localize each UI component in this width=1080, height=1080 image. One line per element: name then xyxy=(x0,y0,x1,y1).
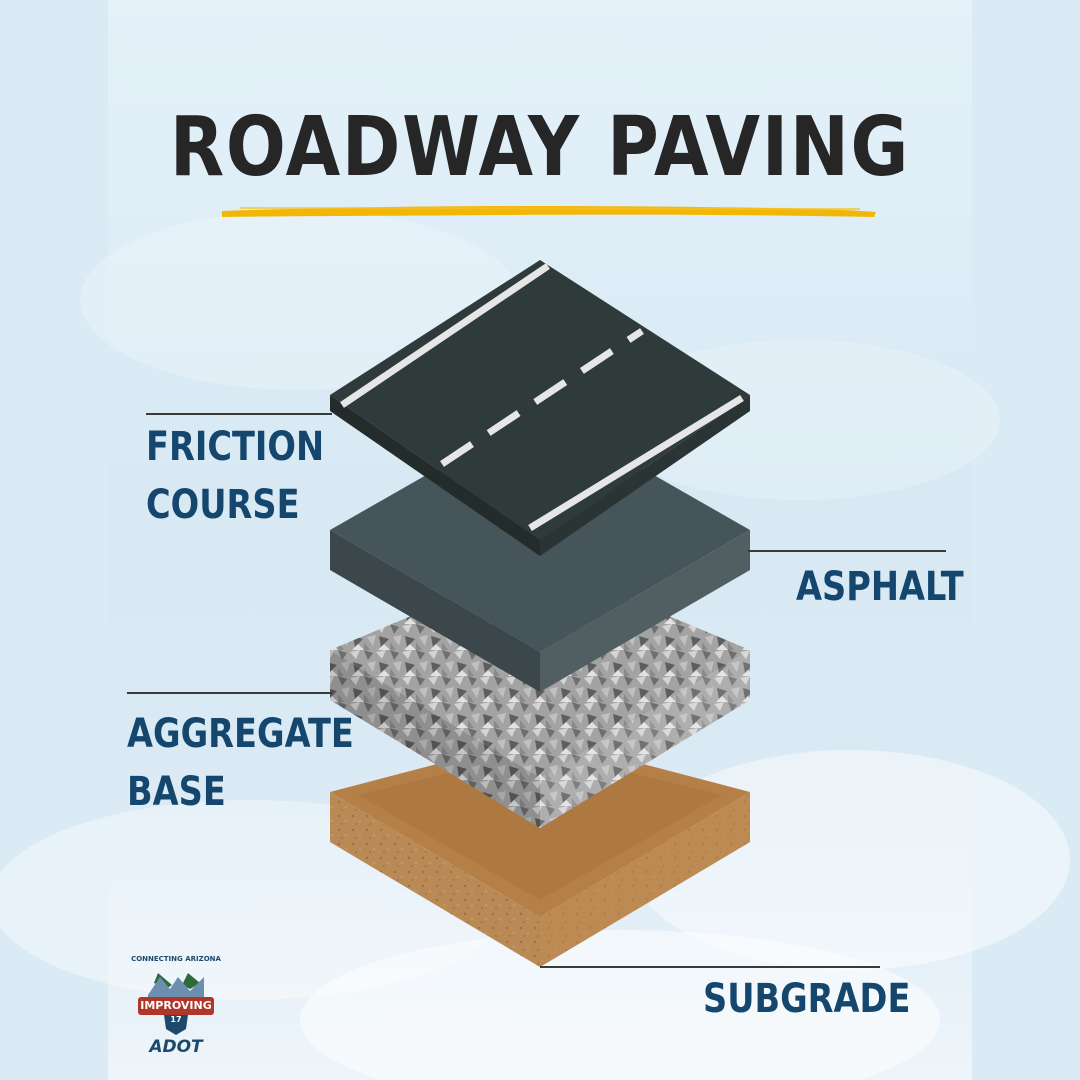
aggregate-base-label-line1: AGGREGATE xyxy=(127,711,354,757)
logo-name: IMPROVING xyxy=(140,999,212,1012)
left-margin xyxy=(0,0,108,1080)
page-title: ROADWAY PAVING xyxy=(169,100,911,195)
aggregate-base-label-line2: BASE xyxy=(127,769,226,815)
asphalt-label: ASPHALT xyxy=(796,564,964,610)
title-underline xyxy=(222,206,876,217)
logo-tagline: CONNECTING ARIZONA xyxy=(131,955,221,963)
logo-route-number: 17 xyxy=(170,1015,182,1024)
logo-agency: ADOT xyxy=(149,1037,203,1057)
improving-17-adot-logo: CONNECTING ARIZONA IMPROVING 17 ADOT xyxy=(128,955,224,1065)
subgrade-label: SUBGRADE xyxy=(703,976,911,1022)
friction-course-label-line1: FRICTION xyxy=(146,424,325,470)
friction-course-label: FRICTION COURSE xyxy=(146,418,324,534)
friction-course-layer xyxy=(330,260,750,556)
friction-course-label-line2: COURSE xyxy=(146,482,300,528)
logo-badge-icon xyxy=(138,973,214,1035)
aggregate-base-label: AGGREGATE BASE xyxy=(127,705,354,821)
right-margin xyxy=(972,0,1080,1080)
